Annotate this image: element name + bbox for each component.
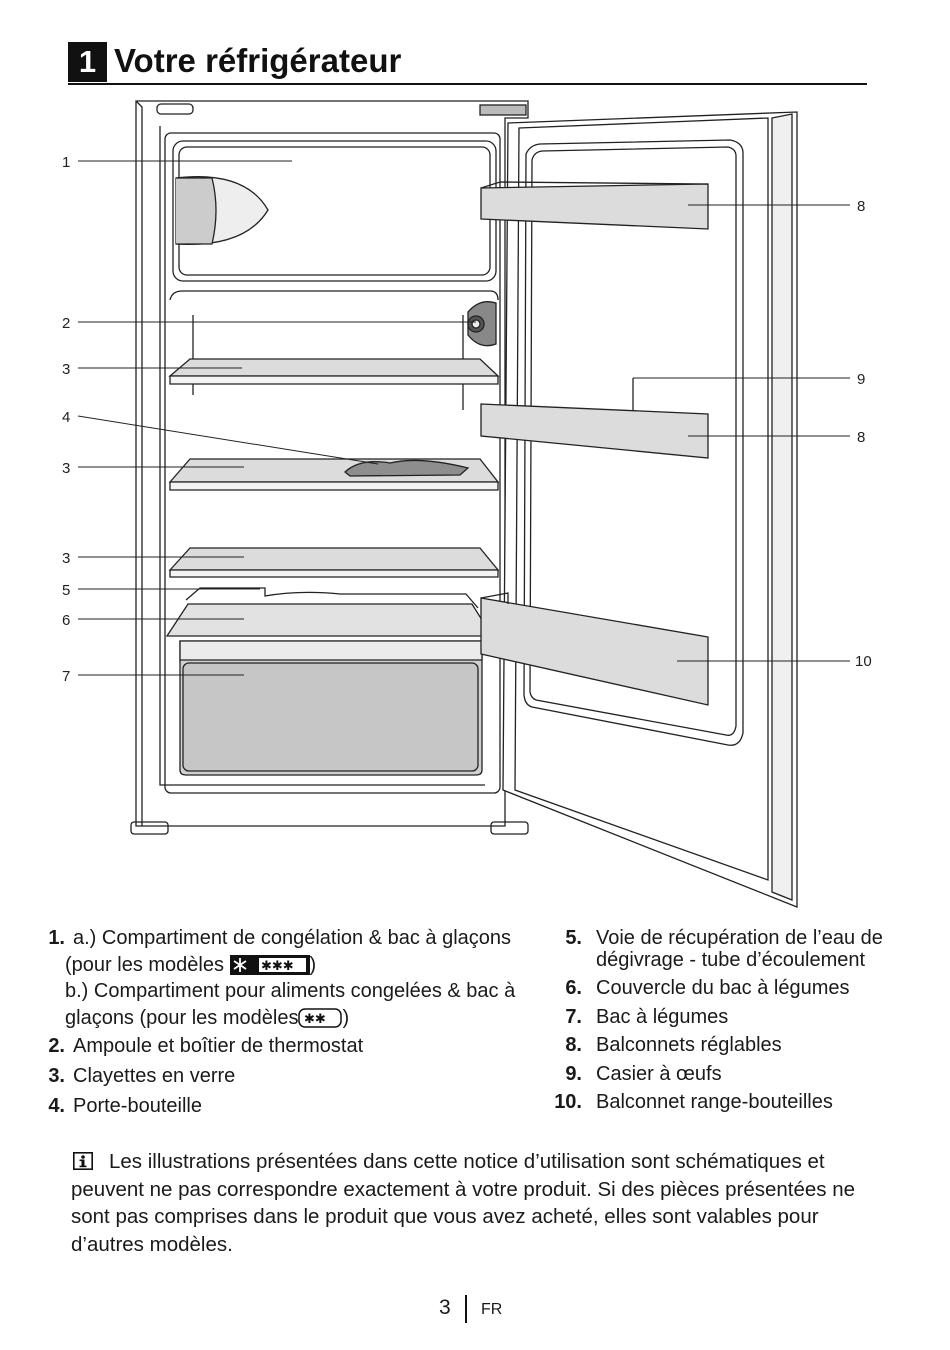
legend-number: 9. — [565, 1062, 582, 1085]
legend-text: glaçons (pour les modèles — [65, 1006, 299, 1029]
note-text: Les illustrations présentées dans cette … — [71, 1150, 856, 1256]
chapter-number: 1 — [68, 42, 107, 82]
legend-text: Porte-bouteille — [73, 1095, 202, 1117]
callout-label: 8 — [857, 198, 865, 215]
note-paragraph: Les illustrations présentées dans cette … — [71, 1148, 881, 1258]
legend-number: 10. — [554, 1091, 582, 1113]
legend-number: 8. — [565, 1034, 582, 1056]
callout-label: 1 — [62, 154, 70, 171]
svg-text:✱✱✱: ✱✱✱ — [261, 959, 294, 974]
callout-label: 5 — [62, 582, 70, 599]
two-star-freezer-icon: ✱✱ — [298, 1008, 343, 1028]
legend-number: 4. — [48, 1095, 65, 1117]
legend-item-4: 4. Porte-bouteille — [38, 1093, 538, 1120]
page-title: Votre réfrigérateur — [114, 42, 402, 79]
legend-text: Balconnets réglables — [596, 1034, 782, 1056]
legend-text: dégivrage - tube d’écoulement — [596, 949, 866, 971]
callout-label: 4 — [62, 409, 70, 426]
callout-line-4 — [77, 415, 379, 465]
chapter-header: 1 Votre réfrigérateur — [68, 38, 867, 85]
legend-text: ) — [342, 1006, 350, 1029]
info-icon — [73, 1152, 93, 1170]
four-star-freezer-icon: ✱✱✱ — [229, 955, 310, 976]
svg-text:✱✱: ✱✱ — [304, 1012, 326, 1027]
callout-label: 3 — [62, 460, 70, 477]
legend-number: 7. — [565, 1005, 582, 1028]
page-footer: 3 FR — [0, 1295, 950, 1325]
legend-number: 1. — [48, 927, 65, 949]
legend-right: 5. Voie de récupération de l’eau de dégiv… — [548, 927, 928, 1116]
legend-text: Voie de récupération de l’eau de — [596, 927, 883, 949]
legend-number: 6. — [565, 977, 582, 999]
legend-text: b.) Compartiment pour aliments congelées… — [65, 980, 516, 1002]
callout-label: 9 — [857, 371, 865, 388]
legend-item-7: 7. Bac à légumes — [548, 1004, 928, 1031]
legend-item-10: 10. Balconnet range-bouteilles — [548, 1089, 928, 1116]
legend-number: 5. — [565, 927, 582, 949]
legend-text: (pour les modèles — [65, 953, 224, 976]
callout-label: 10 — [855, 653, 872, 670]
callout-label: 3 — [62, 361, 70, 378]
page-number: 3 — [439, 1296, 451, 1319]
legend-item-2: 2. Ampoule et boîtier de thermostat — [38, 1033, 538, 1060]
legend-left: 1. a.) Compartiment de congélation & bac … — [38, 925, 538, 1120]
callout-label: 2 — [62, 315, 70, 332]
legend-text: Couvercle du bac à légumes — [596, 977, 850, 999]
legend-item-9: 9. Casier à œufs — [548, 1061, 928, 1088]
legend-text: Ampoule et boîtier de thermostat — [73, 1035, 364, 1057]
legend-item-6: 6. Couvercle du bac à légumes — [548, 975, 928, 1002]
legend-number: 3. — [48, 1064, 65, 1087]
callout-label: 7 — [62, 668, 70, 685]
legend-text: Casier à œufs — [596, 1062, 722, 1085]
legend-text: Balconnet range-bouteilles — [596, 1091, 833, 1113]
legend-item-5: 5. Voie de récupération de l’eau de dégiv… — [548, 927, 928, 971]
refrigerator-diagram: 1 2 3 4 3 3 5 6 7 8 9 8 10 — [62, 100, 872, 908]
legend-item-8: 8. Balconnets réglables — [548, 1032, 928, 1059]
footer-separator — [465, 1295, 467, 1323]
legend-item-1: 1. a.) Compartiment de congélation & bac … — [38, 925, 538, 1031]
callout-label: 3 — [62, 550, 70, 567]
callout-label: 8 — [857, 429, 865, 446]
legend-item-3: 3. Clayettes en verre — [38, 1063, 538, 1090]
legend-number: 2. — [48, 1035, 65, 1057]
language-code: FR — [481, 1301, 503, 1318]
legend-text: a.) Compartiment de congélation & bac à … — [73, 927, 512, 949]
legend-text: Clayettes en verre — [73, 1064, 236, 1087]
legend-text: Bac à légumes — [596, 1005, 729, 1028]
legend-text: ) — [309, 953, 317, 976]
callout-label: 6 — [62, 612, 70, 629]
